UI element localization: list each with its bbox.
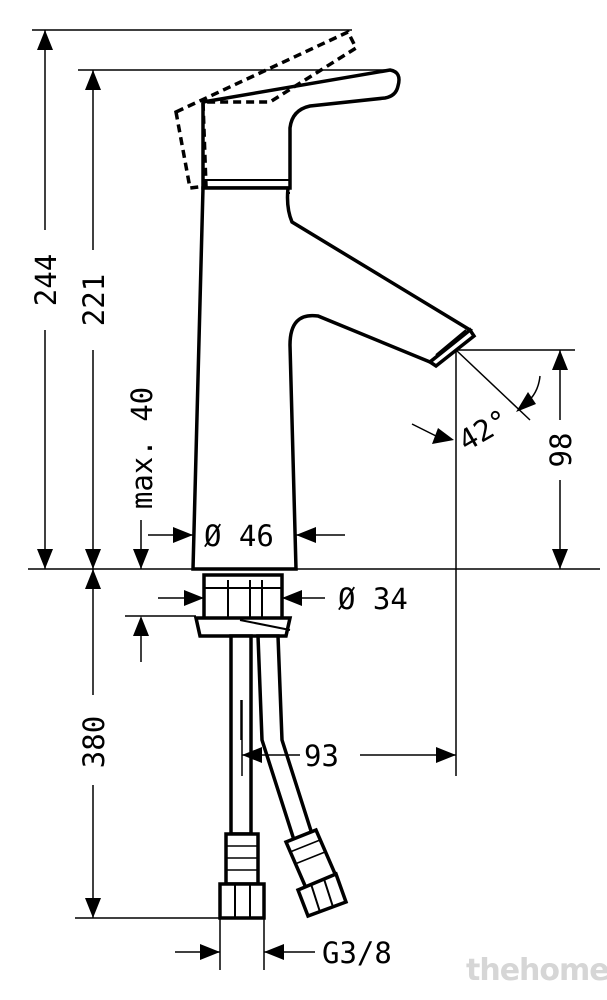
shank-thread (202, 573, 284, 622)
spout-tip (427, 327, 477, 369)
dim-max-thickness: max. 40 (125, 387, 159, 509)
faucet-body (174, 29, 477, 571)
lever (201, 68, 401, 190)
dim-total-height: 244 (29, 254, 63, 306)
dim-outlet-height: 98 (544, 433, 578, 468)
dim-spout-height: 221 (77, 274, 111, 326)
dim-hose-length: 380 (77, 716, 111, 768)
mounting-nut (193, 616, 293, 638)
dim-spout-reach: 93 (304, 739, 339, 773)
dim-angle: 42° (453, 402, 515, 458)
dim-body-diameter: Ø 46 (204, 519, 274, 553)
dim-connection: G3/8 (322, 936, 392, 970)
watermark: thehome (466, 953, 607, 988)
left-nut (218, 882, 266, 920)
left-fitting (224, 832, 260, 886)
main-column (191, 186, 474, 571)
lever-open-position (174, 29, 359, 190)
dim-thread-diameter: Ø 34 (338, 582, 408, 616)
